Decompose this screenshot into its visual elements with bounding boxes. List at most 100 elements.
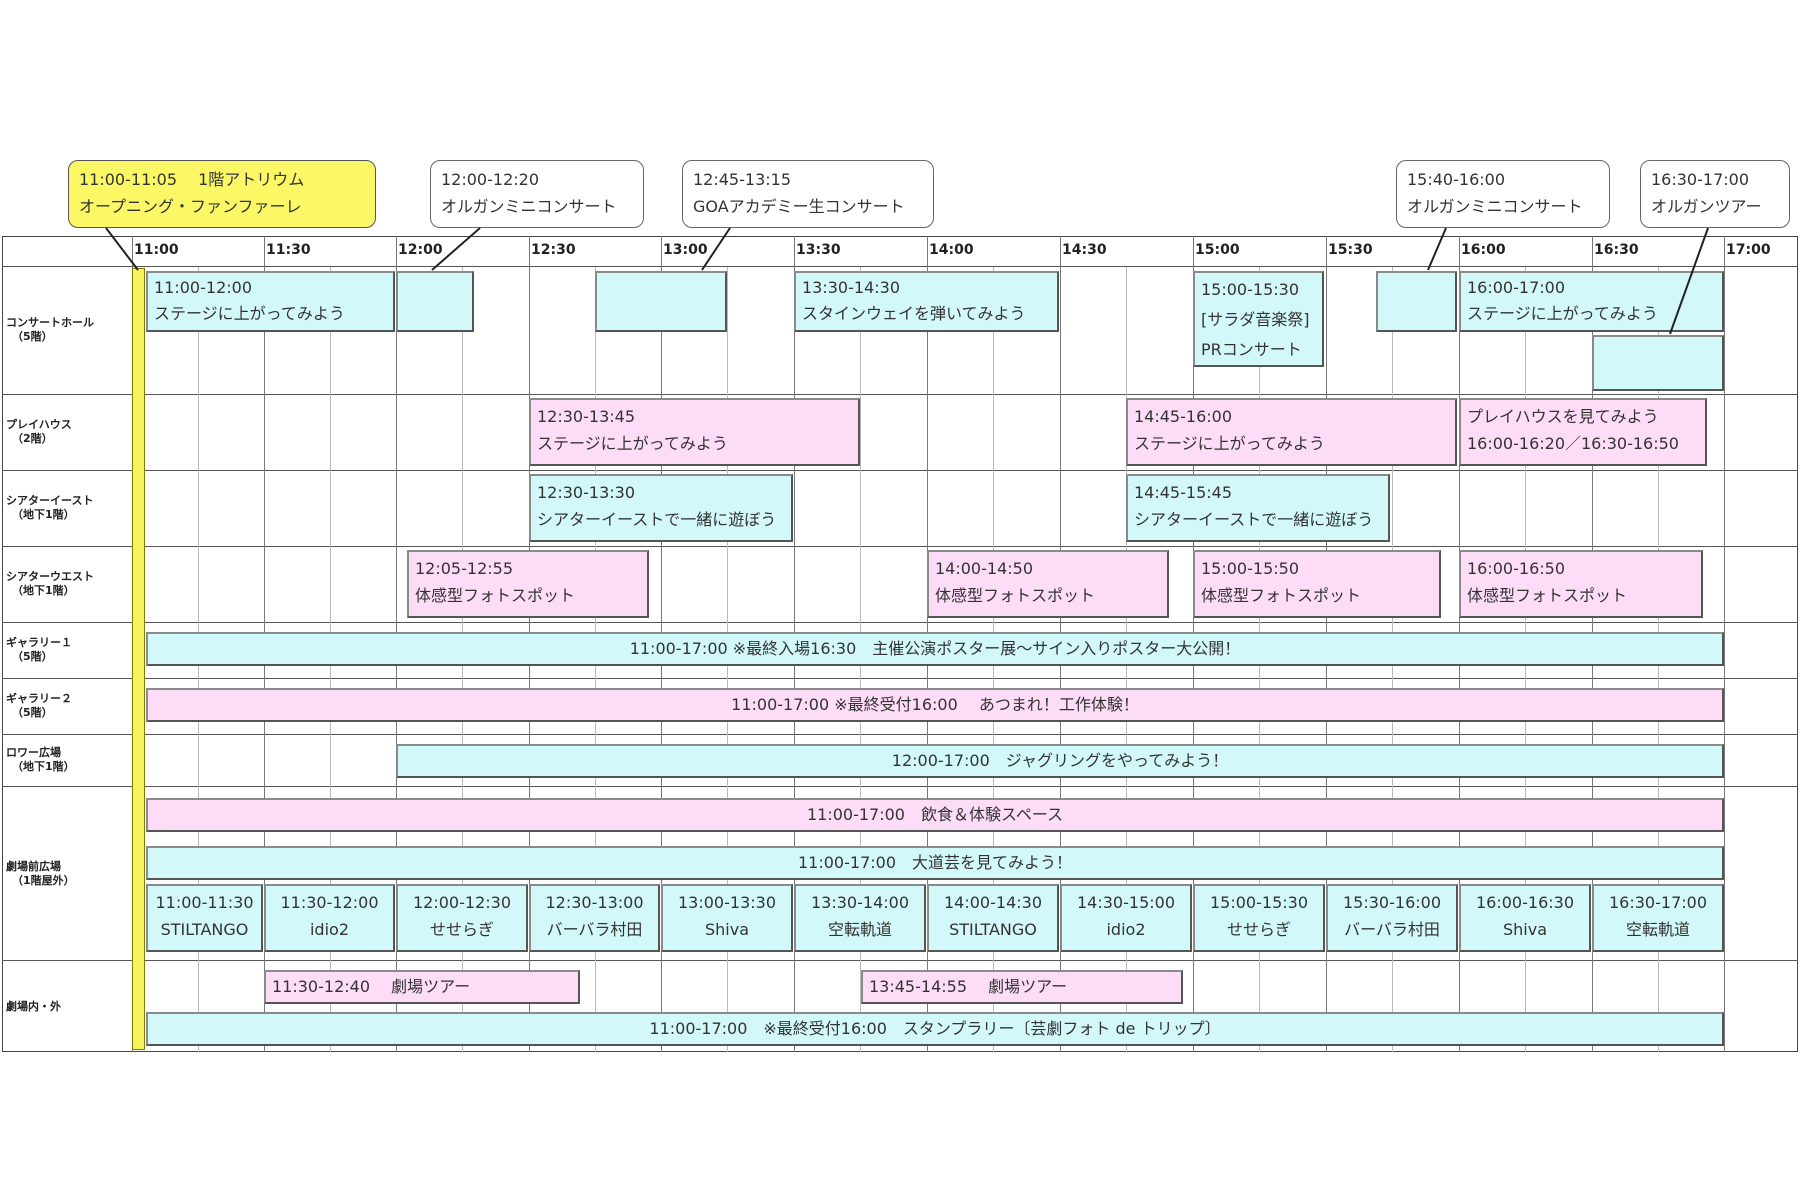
event-block[interactable]: 14:45-15:45 シアターイーストで一緒に遊ぼう	[1126, 474, 1390, 542]
header-divider	[2, 266, 1798, 267]
event-time: 15:00-15:50	[1201, 559, 1299, 578]
slot-time: 11:00-11:30	[155, 893, 254, 912]
slot-time: 16:30-17:00	[1609, 893, 1707, 912]
room-floor: （地下1階）	[12, 584, 75, 597]
room-floor: （地下1階）	[12, 760, 75, 773]
room-name: プレイハウス	[6, 418, 72, 431]
slot-performer: idio2	[1106, 920, 1146, 939]
time-label: 13:30	[796, 242, 841, 258]
callout-organ-1-title: オルガンミニコンサート	[441, 197, 617, 216]
slot-time: 14:30-15:00	[1077, 893, 1175, 912]
event-block[interactable]: 14:00-14:50 体感型フォトスポット	[927, 550, 1169, 618]
performer-slot[interactable]: 13:30-14:00 空転軌道	[794, 884, 926, 952]
time-label: 14:30	[1062, 242, 1107, 258]
slot-time: 13:00-13:30	[678, 893, 776, 912]
performer-slot[interactable]: 12:30-13:00 バーバラ村田	[529, 884, 660, 952]
slot-time: 16:00-16:30	[1476, 893, 1574, 912]
slot-time: 13:30-14:00	[811, 893, 909, 912]
time-label: 13:00	[663, 242, 708, 258]
event-block[interactable]: 12:05-12:55 体感型フォトスポット	[407, 550, 649, 618]
theatre-tour-bar[interactable]: 13:45-14:55 劇場ツアー	[861, 970, 1183, 1004]
performer-slot[interactable]: 11:30-12:00 idio2	[264, 884, 395, 952]
event-title: 11:00-17:00 飲食＆体験スペース	[806, 805, 1064, 824]
row-divider	[2, 734, 1798, 735]
room-floor: （5階）	[12, 650, 53, 663]
organ-tour-block[interactable]	[1592, 335, 1724, 391]
event-title: シアターイーストで一緒に遊ぼう	[1134, 510, 1374, 529]
event-block[interactable]: 12:30-13:45 ステージに上がってみよう	[529, 398, 860, 466]
stamp-rally-bar[interactable]: 11:00-17:00 ※最終受付16:00 スタンプラリー〔芸劇フォト de …	[146, 1012, 1724, 1046]
organ-concert-block[interactable]	[1376, 271, 1457, 332]
performer-slot[interactable]: 11:00-11:30 STILTANGO	[146, 884, 263, 952]
time-label: 11:00	[134, 242, 179, 258]
callout-organ-1: 12:00-12:20 オルガンミニコンサート	[430, 160, 644, 228]
goa-concert-block[interactable]	[595, 271, 727, 332]
event-time: 11:00-12:00	[154, 278, 252, 297]
event-title: 11:30-12:40 劇場ツアー	[272, 977, 471, 996]
room-name: 劇場前広場	[6, 860, 61, 873]
performer-slot[interactable]: 12:00-12:30 せせらぎ	[396, 884, 528, 952]
performer-slot[interactable]: 16:00-16:30 Shiva	[1459, 884, 1591, 952]
event-time: 12:30-13:30	[537, 483, 635, 502]
performer-slot[interactable]: 16:30-17:00 空転軌道	[1592, 884, 1724, 952]
performer-slot[interactable]: 15:30-16:00 バーバラ村田	[1326, 884, 1458, 952]
performer-slot[interactable]: 14:30-15:00 idio2	[1060, 884, 1192, 952]
lower-plaza-bar[interactable]: 12:00-17:00 ジャグリングをやってみよう！	[396, 744, 1724, 778]
room-theatre-plaza: 劇場前広場（1階屋外）	[6, 860, 75, 888]
connector-line	[1669, 227, 1709, 335]
slot-performer: Shiva	[1502, 920, 1547, 939]
callout-goa: 12:45-13:15 GOAアカデミー生コンサート	[682, 160, 934, 228]
room-theatre-west: シアターウエスト（地下1階）	[6, 570, 94, 598]
time-label: 15:30	[1328, 242, 1373, 258]
food-space-bar[interactable]: 11:00-17:00 飲食＆体験スペース	[146, 798, 1724, 832]
room-floor: （地下1階）	[12, 508, 75, 521]
event-title: ステージに上がってみよう	[1467, 304, 1658, 323]
event-block[interactable]: 12:30-13:30 シアターイーストで一緒に遊ぼう	[529, 474, 793, 542]
event-title: シアターイーストで一緒に遊ぼう	[537, 510, 777, 529]
event-title: ステージに上がってみよう	[1134, 434, 1325, 453]
event-title: スタインウェイを弾いてみよう	[802, 304, 1026, 323]
event-block[interactable]: プレイハウスを見てみよう 16:00-16:20／16:30-16:50	[1459, 398, 1707, 466]
event-title: ステージに上がってみよう	[154, 304, 345, 323]
event-time: 16:00-16:20／16:30-16:50	[1467, 434, 1679, 453]
performer-slot[interactable]: 14:00-14:30 STILTANGO	[927, 884, 1059, 952]
gallery1-bar[interactable]: 11:00-17:00 ※最終入場16:30 主催公演ポスター展～サイン入りポス…	[146, 632, 1724, 666]
room-floor: （5階）	[12, 330, 53, 343]
room-name: 劇場内・外	[6, 1000, 61, 1013]
event-time: 16:00-17:00	[1467, 278, 1565, 297]
callout-organ-tour-title: オルガンツアー	[1651, 197, 1762, 216]
organ-concert-block[interactable]	[396, 271, 474, 332]
callout-opening-title: オープニング・ファンファーレ	[79, 197, 302, 216]
room-name: シアターイースト	[6, 494, 94, 507]
callout-organ-1-time: 12:00-12:20	[441, 170, 539, 189]
event-title: 体感型フォトスポット	[415, 586, 576, 605]
slot-performer: バーバラ村田	[1344, 920, 1440, 939]
performer-slot[interactable]: 13:00-13:30 Shiva	[661, 884, 793, 952]
callout-organ-tour-time: 16:30-17:00	[1651, 170, 1749, 189]
schedule-grid	[2, 236, 1798, 1052]
event-block[interactable]: 13:30-14:30 スタインウェイを弾いてみよう	[794, 271, 1059, 332]
event-time: 12:05-12:55	[415, 559, 513, 578]
room-floor: （1階屋外）	[12, 874, 75, 887]
event-title: 11:00-17:00 ※最終入場16:30 主催公演ポスター展～サイン入りポス…	[629, 639, 1241, 658]
theatre-tour-bar[interactable]: 11:30-12:40 劇場ツアー	[264, 970, 580, 1004]
time-label: 11:30	[266, 242, 311, 258]
event-block[interactable]: 16:00-16:50 体感型フォトスポット	[1459, 550, 1703, 618]
event-title: 12:00-17:00 ジャグリングをやってみよう！	[891, 751, 1229, 770]
slot-performer: 空転軌道	[827, 920, 892, 939]
event-block[interactable]: 15:00-15:50 体感型フォトスポット	[1193, 550, 1441, 618]
performer-slot[interactable]: 15:00-15:30 せせらぎ	[1193, 884, 1325, 952]
slot-time: 12:00-12:30	[413, 893, 511, 912]
row-divider	[2, 546, 1798, 547]
time-label: 15:00	[1195, 242, 1240, 258]
event-block[interactable]: 15:00-15:30 [サラダ音楽祭] PRコンサート	[1193, 271, 1324, 367]
room-lower-plaza: ロワー広場（地下1階）	[6, 746, 75, 774]
event-time: 16:00-16:50	[1467, 559, 1565, 578]
event-block[interactable]: 14:45-16:00 ステージに上がってみよう	[1126, 398, 1457, 466]
event-block[interactable]: 16:00-17:00 ステージに上がってみよう	[1459, 271, 1724, 332]
street-performance-bar[interactable]: 11:00-17:00 大道芸を見てみよう！	[146, 846, 1724, 880]
event-block[interactable]: 11:00-12:00 ステージに上がってみよう	[146, 271, 395, 332]
gallery2-bar[interactable]: 11:00-17:00 ※最終受付16:00 あつまれ！工作体験！	[146, 688, 1724, 722]
event-time: 14:45-15:45	[1134, 483, 1232, 502]
connector-line	[431, 227, 481, 271]
